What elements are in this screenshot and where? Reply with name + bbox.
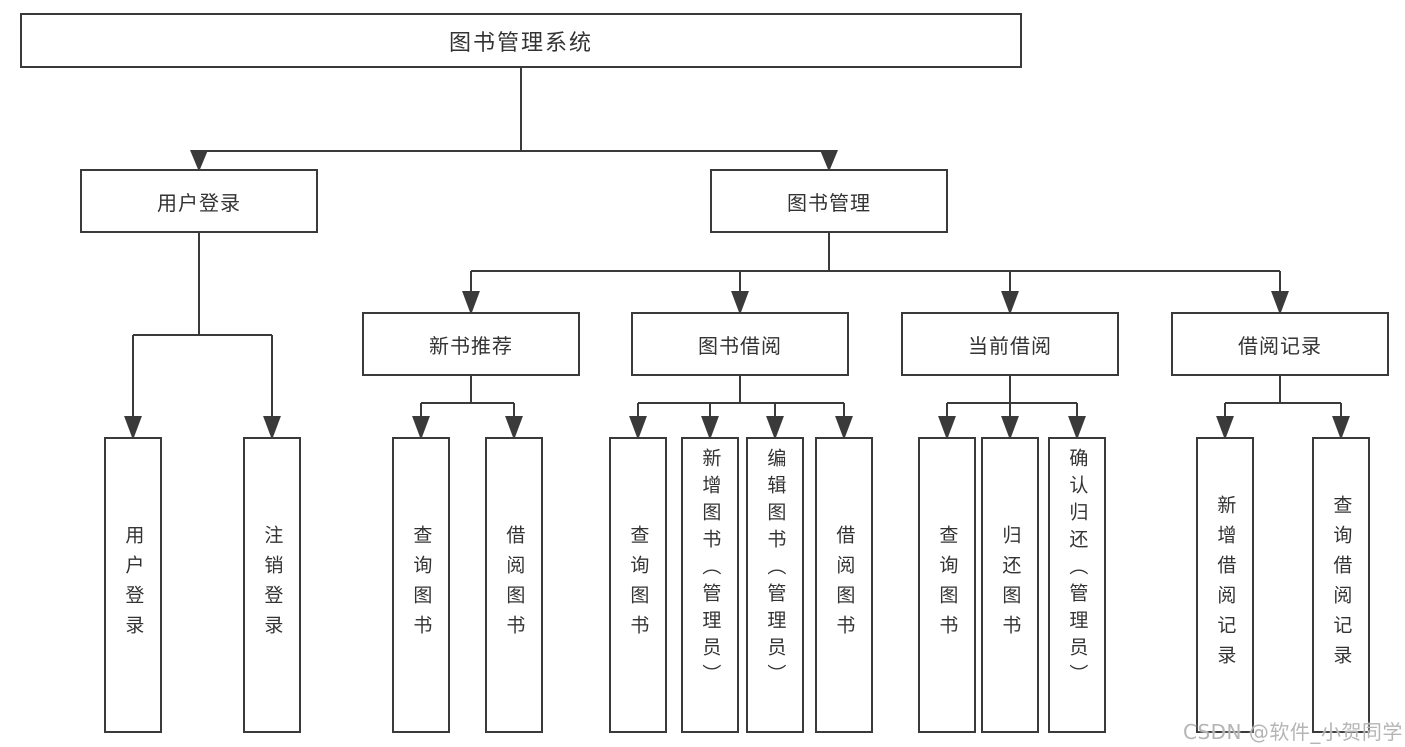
leaf-add-books-admin: 新增图书（管理员） — [681, 437, 739, 733]
node-library-management-system: 图书管理系统 — [20, 13, 1022, 68]
node-label: 注销登录 — [261, 525, 284, 645]
leaf-query-books-2: 查询图书 — [609, 437, 667, 733]
node-label: 新增图书（管理员） — [699, 448, 722, 691]
connector-borrowing-records-children — [1216, 376, 1350, 440]
node-label: 新书推荐 — [429, 333, 513, 358]
csdn-watermark: CSDN @软件_小贺同学 — [1183, 720, 1403, 744]
leaf-borrow-books-2: 借阅图书 — [815, 437, 873, 733]
leaf-edit-books-admin: 编辑图书（管理员） — [746, 437, 804, 733]
leaf-return-books: 归还图书 — [981, 437, 1039, 733]
node-book-management: 图书管理 — [710, 169, 948, 233]
node-new-book-recommend: 新书推荐 — [362, 312, 580, 376]
node-current-borrowing: 当前借阅 — [901, 312, 1119, 376]
leaf-logout: 注销登录 — [243, 437, 301, 733]
leaf-add-borrow-record: 新增借阅记录 — [1196, 437, 1254, 733]
node-label: 查询图书 — [410, 525, 433, 645]
node-label: 借阅图书 — [833, 525, 856, 645]
node-book-borrowing: 图书借阅 — [631, 312, 849, 376]
node-label: 当前借阅 — [968, 333, 1052, 358]
node-label: 编辑图书（管理员） — [764, 448, 787, 691]
node-label: 归还图书 — [999, 525, 1022, 645]
connector-book-borrowing-children — [629, 376, 853, 440]
node-label: 借阅记录 — [1238, 333, 1322, 358]
node-label: 用户登录 — [157, 190, 241, 215]
node-label: 借阅图书 — [503, 525, 526, 645]
node-label: 查询图书 — [627, 525, 650, 645]
node-label: 图书管理系统 — [448, 30, 593, 56]
connector-root-to-level2 — [190, 68, 838, 172]
node-label: 图书借阅 — [698, 333, 782, 358]
leaf-borrow-books-1: 借阅图书 — [485, 437, 543, 733]
leaf-query-books-1: 查询图书 — [392, 437, 450, 733]
leaf-query-books-3: 查询图书 — [918, 437, 976, 733]
connector-book-management-children — [462, 233, 1289, 315]
leaf-user-login: 用户登录 — [104, 437, 162, 733]
node-label: 确认归还（管理员） — [1066, 448, 1089, 691]
node-label: 图书管理 — [787, 190, 871, 215]
connector-current-borrowing-children — [938, 376, 1086, 440]
node-label: 用户登录 — [122, 525, 145, 645]
leaf-confirm-return-admin: 确认归还（管理员） — [1048, 437, 1106, 733]
connector-user-login-children — [124, 233, 281, 440]
node-label: 查询借阅记录 — [1330, 495, 1353, 675]
leaf-query-borrow-record: 查询借阅记录 — [1312, 437, 1370, 733]
node-label: 新增借阅记录 — [1214, 495, 1237, 675]
node-label: 查询图书 — [936, 525, 959, 645]
node-user-login: 用户登录 — [80, 169, 318, 233]
connector-new-book-recommend-children — [412, 376, 523, 440]
node-borrowing-records: 借阅记录 — [1171, 312, 1389, 376]
